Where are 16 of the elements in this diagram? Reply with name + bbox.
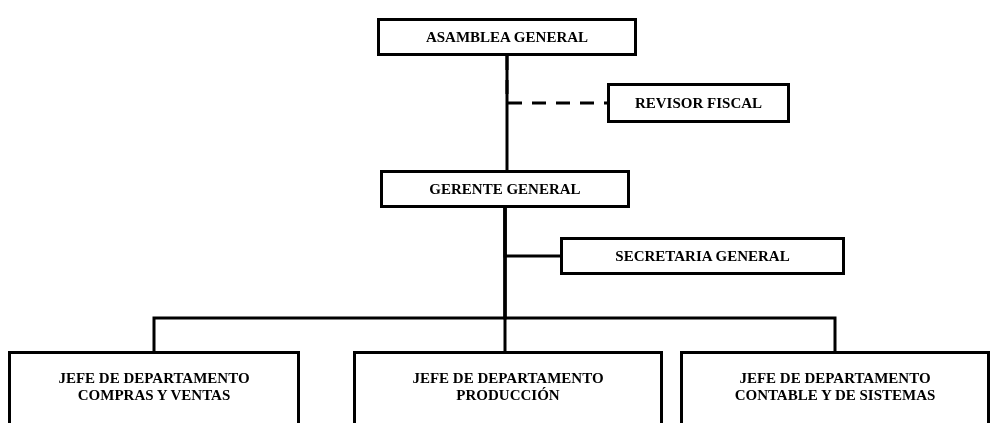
org-chart-box xyxy=(8,351,300,423)
connector-line xyxy=(505,56,509,170)
org-chart-box xyxy=(680,351,990,423)
org-chart-box xyxy=(353,351,663,423)
org-chart-box xyxy=(607,83,790,123)
box-label: REVISOR FISCAL xyxy=(634,94,763,112)
box-label: JEFE DE DEPARTAMENTO CONTABLE Y DE SISTEMAS xyxy=(733,370,937,404)
box-label: GERENTE GENERAL xyxy=(429,180,581,198)
org-chart-box xyxy=(380,170,630,208)
box-label: ASAMBLEA GENERAL xyxy=(425,28,589,46)
box-label: JEFE DE DEPARTAMENTO COMPRAS Y VENTAS xyxy=(57,370,251,404)
org-chart-box xyxy=(377,18,637,56)
box-label: SECRETARIA GENERAL xyxy=(615,247,790,265)
box-label: JEFE DE DEPARTAMENTO PRODUCCIÓN xyxy=(411,370,605,404)
org-chart-box xyxy=(560,237,845,275)
connector-line xyxy=(503,208,837,351)
